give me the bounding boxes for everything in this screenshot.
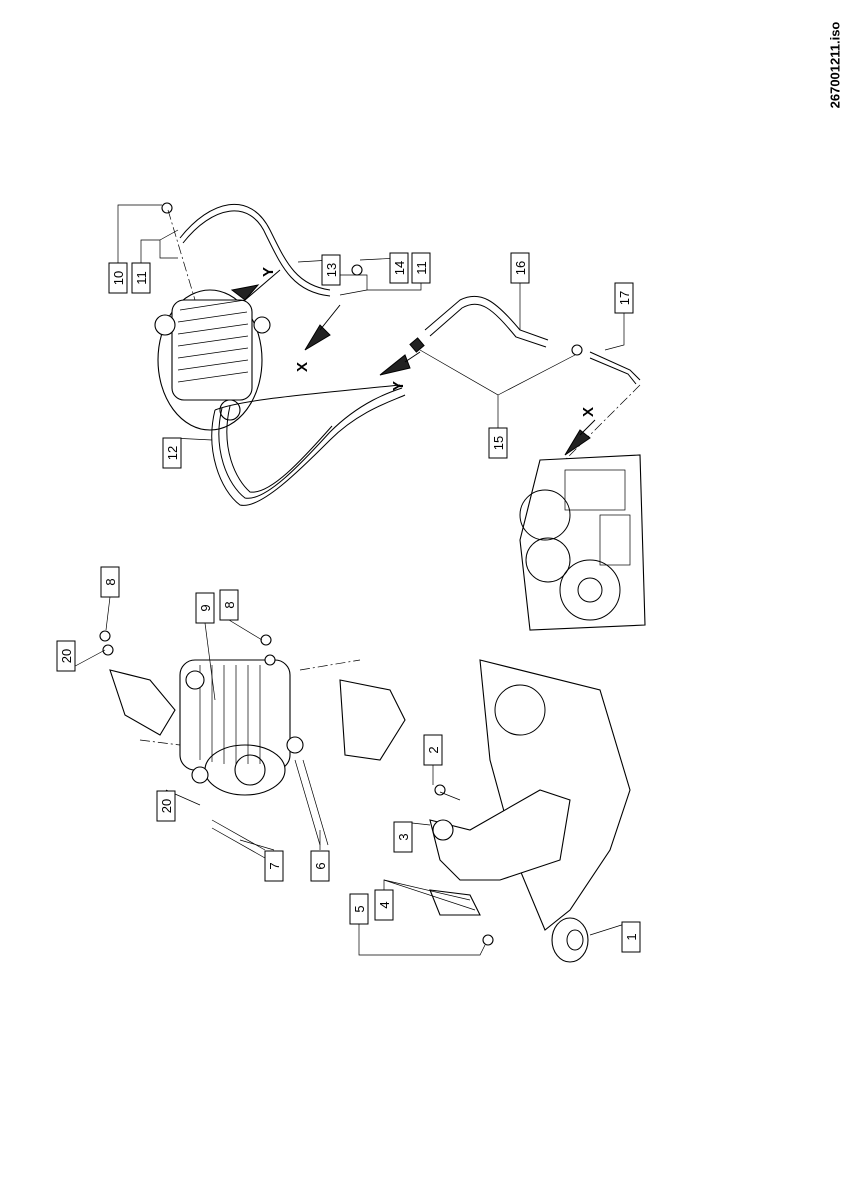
callout-number: 17 bbox=[617, 291, 632, 305]
view-marker-y: Y bbox=[260, 267, 277, 277]
hose bbox=[161, 202, 363, 301]
callout-number: 5 bbox=[352, 905, 367, 912]
callout-number: 10 bbox=[111, 271, 126, 285]
callout-1: 1 bbox=[621, 921, 641, 953]
view-arrows bbox=[230, 269, 596, 456]
callout-7: 7 bbox=[264, 850, 284, 882]
callout-number: 11 bbox=[134, 271, 149, 285]
callout-box bbox=[219, 589, 239, 621]
callout-number: 13 bbox=[324, 263, 339, 277]
callout-20: 20 bbox=[56, 640, 76, 672]
callout-box bbox=[389, 252, 409, 284]
hose-lower bbox=[409, 295, 641, 461]
engine-block-lower bbox=[429, 659, 631, 963]
callout-15: 15 bbox=[488, 427, 508, 459]
callout-number: 6 bbox=[313, 862, 328, 869]
alternator-lower bbox=[179, 659, 329, 859]
callout-number: 2 bbox=[426, 746, 441, 753]
callout-box bbox=[162, 437, 182, 469]
callout-box bbox=[108, 262, 128, 294]
drive-belt bbox=[211, 384, 406, 506]
callout-14: 14 bbox=[389, 252, 409, 284]
callout-box bbox=[156, 790, 176, 822]
callout-box bbox=[374, 889, 394, 921]
callout-number: 8 bbox=[103, 578, 118, 585]
callout-8: 8 bbox=[219, 589, 239, 621]
callout-number: 3 bbox=[396, 833, 411, 840]
callout-12: 12 bbox=[162, 437, 182, 469]
callout-5: 5 bbox=[349, 893, 369, 925]
callout-number: 11 bbox=[414, 261, 429, 275]
callout-box bbox=[264, 850, 284, 882]
callout-box bbox=[423, 734, 443, 766]
callout-11: 11 bbox=[131, 262, 151, 294]
callout-box bbox=[614, 282, 634, 314]
callout-box bbox=[488, 427, 508, 459]
callout-number: 16 bbox=[513, 261, 528, 275]
callout-box bbox=[349, 893, 369, 925]
callout-number: 9 bbox=[198, 604, 213, 611]
callout-17: 17 bbox=[614, 282, 634, 314]
callout-4: 4 bbox=[374, 889, 394, 921]
engine-block-upper bbox=[519, 454, 646, 631]
callout-box bbox=[510, 252, 530, 284]
bracket-upper bbox=[99, 630, 406, 761]
callout-number: 15 bbox=[491, 436, 506, 450]
callout-number: 14 bbox=[392, 261, 407, 275]
callout-box bbox=[621, 921, 641, 953]
callout-2: 2 bbox=[423, 734, 443, 766]
callout-6: 6 bbox=[310, 850, 330, 882]
callout-11: 11 bbox=[411, 252, 431, 284]
leader-lines bbox=[65, 204, 632, 956]
view-marker-x: X bbox=[580, 407, 597, 417]
callout-number: 7 bbox=[267, 862, 282, 869]
callout-number: 8 bbox=[222, 601, 237, 608]
callout-box bbox=[310, 850, 330, 882]
callout-box bbox=[393, 821, 413, 853]
callout-box bbox=[321, 254, 341, 286]
callout-3: 3 bbox=[393, 821, 413, 853]
callout-number: 20 bbox=[59, 649, 74, 663]
callout-20: 20 bbox=[156, 790, 176, 822]
alternator-upper bbox=[154, 289, 271, 431]
callout-number: 12 bbox=[165, 446, 180, 460]
callout-number: 4 bbox=[377, 901, 392, 908]
callout-box bbox=[411, 252, 431, 284]
callout-number: 20 bbox=[159, 799, 174, 813]
callout-box bbox=[131, 262, 151, 294]
callout-number: 1 bbox=[624, 933, 639, 940]
callout-10: 10 bbox=[108, 262, 128, 294]
callout-box bbox=[195, 592, 215, 624]
callout-13: 13 bbox=[321, 254, 341, 286]
view-marker-y: Y bbox=[390, 381, 407, 391]
callout-16: 16 bbox=[510, 252, 530, 284]
callout-8: 8 bbox=[100, 566, 120, 598]
view-marker-x: X bbox=[294, 362, 311, 372]
callout-9: 9 bbox=[195, 592, 215, 624]
callout-box bbox=[100, 566, 120, 598]
callout-box bbox=[56, 640, 76, 672]
